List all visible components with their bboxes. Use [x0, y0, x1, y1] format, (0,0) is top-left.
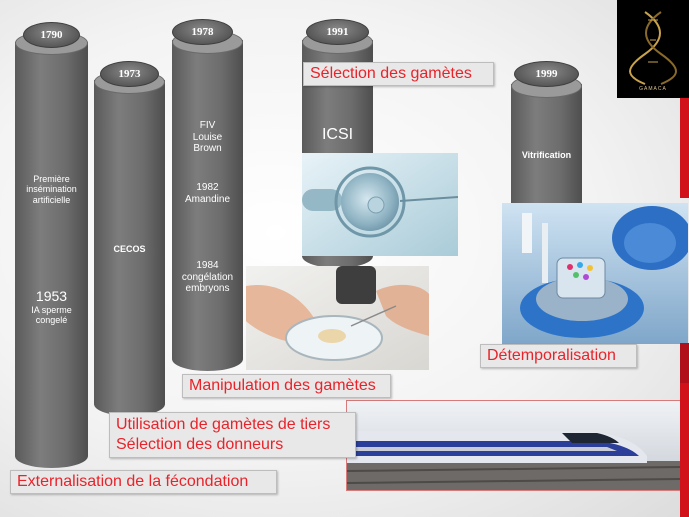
- pillar-body: [172, 40, 243, 371]
- gamaca-logo: GAMACA: [617, 0, 689, 98]
- year-badge-1999: 1999: [514, 61, 579, 87]
- label-selection-des-gametes: Sélection des gamètes: [303, 62, 494, 86]
- label-detemporalisation: Détemporalisation: [480, 344, 637, 368]
- pillar-1978: 1978 FIV Louise Brown 1982 Amandine 1984…: [172, 19, 243, 371]
- pillar-body: [511, 84, 582, 222]
- logo-text: GAMACA: [639, 86, 667, 92]
- petri-dish-hands-photo: [246, 266, 429, 370]
- year-badge-1991: 1991: [306, 19, 369, 45]
- label-tiers-line2: Sélection des donneurs: [116, 436, 284, 453]
- pillar-text-ia-sperme: IA sperme congelé: [31, 305, 72, 326]
- pillar-text-cecos: CECOS: [113, 244, 146, 254]
- pillar-1999: 1999 Vitrification: [511, 61, 582, 222]
- label-tiers-line1: Utilisation de gamètes de tiers: [116, 416, 331, 433]
- pillar-text-vitrification: Vitrification: [521, 150, 572, 160]
- year-badge-1790: 1790: [23, 22, 80, 48]
- pillar-1790: 1790 Première insémination artificielle …: [15, 22, 88, 468]
- pillar-body: [94, 80, 165, 416]
- pillar-text-1982: 1982 Amandine: [184, 182, 231, 205]
- icsi-egg-photo: [302, 153, 458, 256]
- year-badge-1973: 1973: [100, 61, 159, 87]
- dna-helix-icon: [629, 11, 677, 85]
- tgv-train-photo: [346, 400, 682, 491]
- label-externalisation: Externalisation de la fécondation: [10, 470, 277, 494]
- label-manipulation-des-gametes: Manipulation des gamètes: [182, 374, 391, 398]
- label-tiers-donneurs: Utilisation de gamètes de tiers Sélectio…: [109, 412, 356, 458]
- pillar-text-1953: 1953: [35, 288, 68, 304]
- red-accent-bar: [680, 383, 689, 517]
- cryo-tank-photo: [502, 203, 688, 344]
- red-accent-bar: [680, 343, 689, 383]
- pillar-text-icsi: ICSI: [321, 126, 354, 143]
- pillar-text-first-insemination: Première insémination artificielle: [26, 174, 77, 205]
- pillar-body: [15, 42, 88, 468]
- pillar-text-1984: 1984 congélation embryons: [181, 260, 234, 294]
- red-accent-bar: [680, 98, 689, 198]
- pillar-text-fiv: FIV Louise Brown: [192, 120, 223, 154]
- year-badge-1978: 1978: [172, 19, 233, 45]
- pillar-1973: 1973 CECOS: [94, 61, 165, 416]
